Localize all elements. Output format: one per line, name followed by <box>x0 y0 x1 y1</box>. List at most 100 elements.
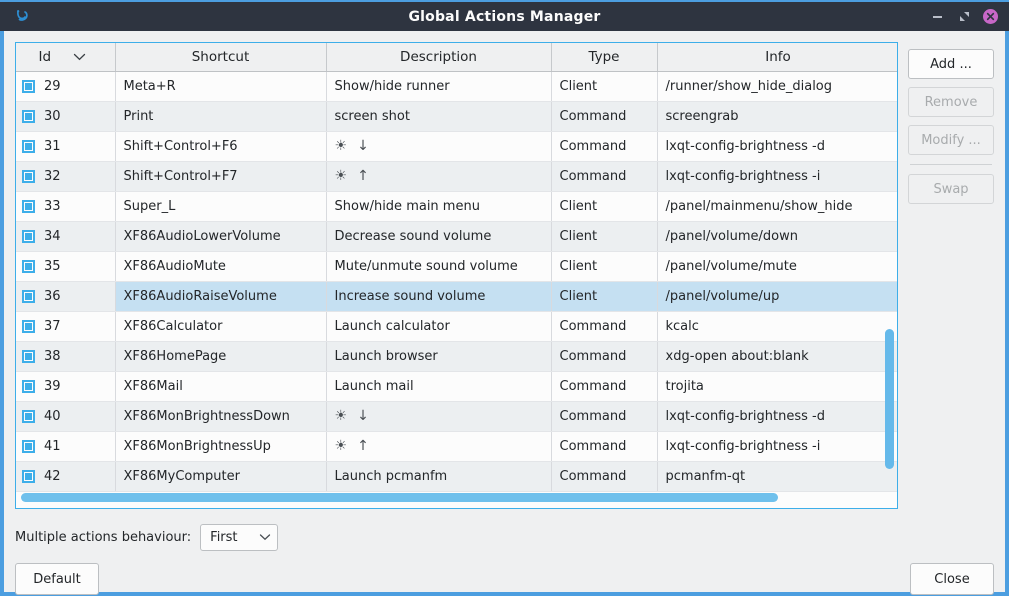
horizontal-scrollbar[interactable] <box>21 492 881 503</box>
cell-id: 37 <box>16 311 116 342</box>
row-checkbox[interactable] <box>22 289 35 303</box>
cell-id: 39 <box>16 371 116 402</box>
brightness-down-icon: ☀↓ <box>334 408 369 424</box>
behaviour-select[interactable]: First <box>200 523 279 551</box>
row-checkbox[interactable] <box>22 199 35 213</box>
row-checkbox[interactable] <box>22 349 35 363</box>
row-checkbox[interactable] <box>22 379 35 393</box>
cell-description: Show/hide main menu <box>326 191 552 222</box>
row-checkbox[interactable] <box>22 439 35 453</box>
cell-description: Launch calculator <box>326 311 552 342</box>
row-checkbox[interactable] <box>22 169 35 183</box>
cell-shortcut: XF86AudioLowerVolume <box>115 221 327 252</box>
row-id-label: 33 <box>44 198 61 214</box>
close-button[interactable]: Close <box>910 563 994 595</box>
multiple-actions-behaviour-row: Multiple actions behaviour: First <box>15 523 994 551</box>
row-checkbox[interactable] <box>22 409 35 423</box>
minimize-icon[interactable] <box>929 9 945 25</box>
cell-id: 35 <box>16 251 116 282</box>
row-checkbox[interactable] <box>22 139 35 153</box>
row-checkbox[interactable] <box>22 259 35 273</box>
column-header-shortcut[interactable]: Shortcut <box>115 43 327 72</box>
cell-id: 29 <box>16 71 116 102</box>
cell-description: Decrease sound volume <box>326 221 552 252</box>
close-icon[interactable] <box>983 9 998 24</box>
cell-type: Client <box>551 71 658 102</box>
row-id-label: 39 <box>44 378 61 394</box>
cell-id: 40 <box>16 401 116 432</box>
row-id-label: 31 <box>44 138 61 154</box>
cell-type: Client <box>551 191 658 222</box>
row-id-label: 40 <box>44 408 61 424</box>
modify-button[interactable]: Modify ... <box>908 125 994 155</box>
actions-table-scroll: Id Shortcut Description Type Info <box>16 43 897 508</box>
cell-description: ☀↓ <box>326 131 552 162</box>
chevron-down-icon <box>73 49 86 65</box>
row-id-label: 38 <box>44 348 61 364</box>
remove-button[interactable]: Remove <box>908 87 994 117</box>
swap-button[interactable]: Swap <box>908 174 994 204</box>
row-checkbox[interactable] <box>22 109 35 123</box>
cell-type: Command <box>551 311 658 342</box>
row-checkbox[interactable] <box>22 469 35 483</box>
column-header-type[interactable]: Type <box>551 43 658 72</box>
titlebar[interactable]: Global Actions Manager <box>0 0 1009 31</box>
behaviour-select-value: First <box>210 529 238 545</box>
cell-description: ☀↑ <box>326 431 552 462</box>
cell-shortcut: XF86HomePage <box>115 341 327 372</box>
cell-type: Client <box>551 221 658 252</box>
default-button[interactable]: Default <box>15 563 99 595</box>
cell-id: 34 <box>16 221 116 252</box>
vertical-scrollbar[interactable] <box>885 73 894 486</box>
cell-type: Command <box>551 161 658 192</box>
brightness-up-icon: ☀↑ <box>334 168 369 184</box>
column-header-description[interactable]: Description <box>326 43 552 72</box>
table-header-row: Id Shortcut Description Type Info <box>16 43 897 72</box>
cell-info: /runner/show_hide_dialog <box>657 71 897 102</box>
side-button-separator <box>910 164 992 165</box>
cell-info: kcalc <box>657 311 897 342</box>
add-button[interactable]: Add ... <box>908 49 994 79</box>
window-controls <box>929 9 1009 25</box>
row-id-label: 37 <box>44 318 61 334</box>
cell-type: Client <box>551 251 658 282</box>
dialog-body: Id Shortcut Description Type Info <box>4 31 1005 607</box>
row-checkbox[interactable] <box>22 79 35 93</box>
cell-shortcut: Shift+Control+F7 <box>115 161 327 192</box>
cell-shortcut: XF86Calculator <box>115 311 327 342</box>
column-header-id[interactable]: Id <box>16 43 116 72</box>
row-id-label: 34 <box>44 228 61 244</box>
cell-info: lxqt-config-brightness -i <box>657 161 897 192</box>
behaviour-label: Multiple actions behaviour: <box>15 529 192 545</box>
maximize-icon[interactable] <box>956 9 972 25</box>
cell-shortcut: XF86MonBrightnessUp <box>115 431 327 462</box>
cell-shortcut: Shift+Control+F6 <box>115 131 327 162</box>
column-header-info[interactable]: Info <box>657 43 897 72</box>
cell-description: Mute/unmute sound volume <box>326 251 552 282</box>
cell-info: /panel/volume/up <box>657 281 897 312</box>
row-checkbox[interactable] <box>22 319 35 333</box>
cell-info: screengrab <box>657 101 897 132</box>
horizontal-scrollbar-thumb[interactable] <box>21 493 778 502</box>
table-and-buttons: Id Shortcut Description Type Info <box>15 42 994 509</box>
vertical-scrollbar-thumb[interactable] <box>885 329 894 470</box>
cell-description: screen shot <box>326 101 552 132</box>
window-title: Global Actions Manager <box>408 8 601 25</box>
cell-type: Command <box>551 131 658 162</box>
cell-info: pcmanfm-qt <box>657 461 897 492</box>
row-checkbox[interactable] <box>22 229 35 243</box>
